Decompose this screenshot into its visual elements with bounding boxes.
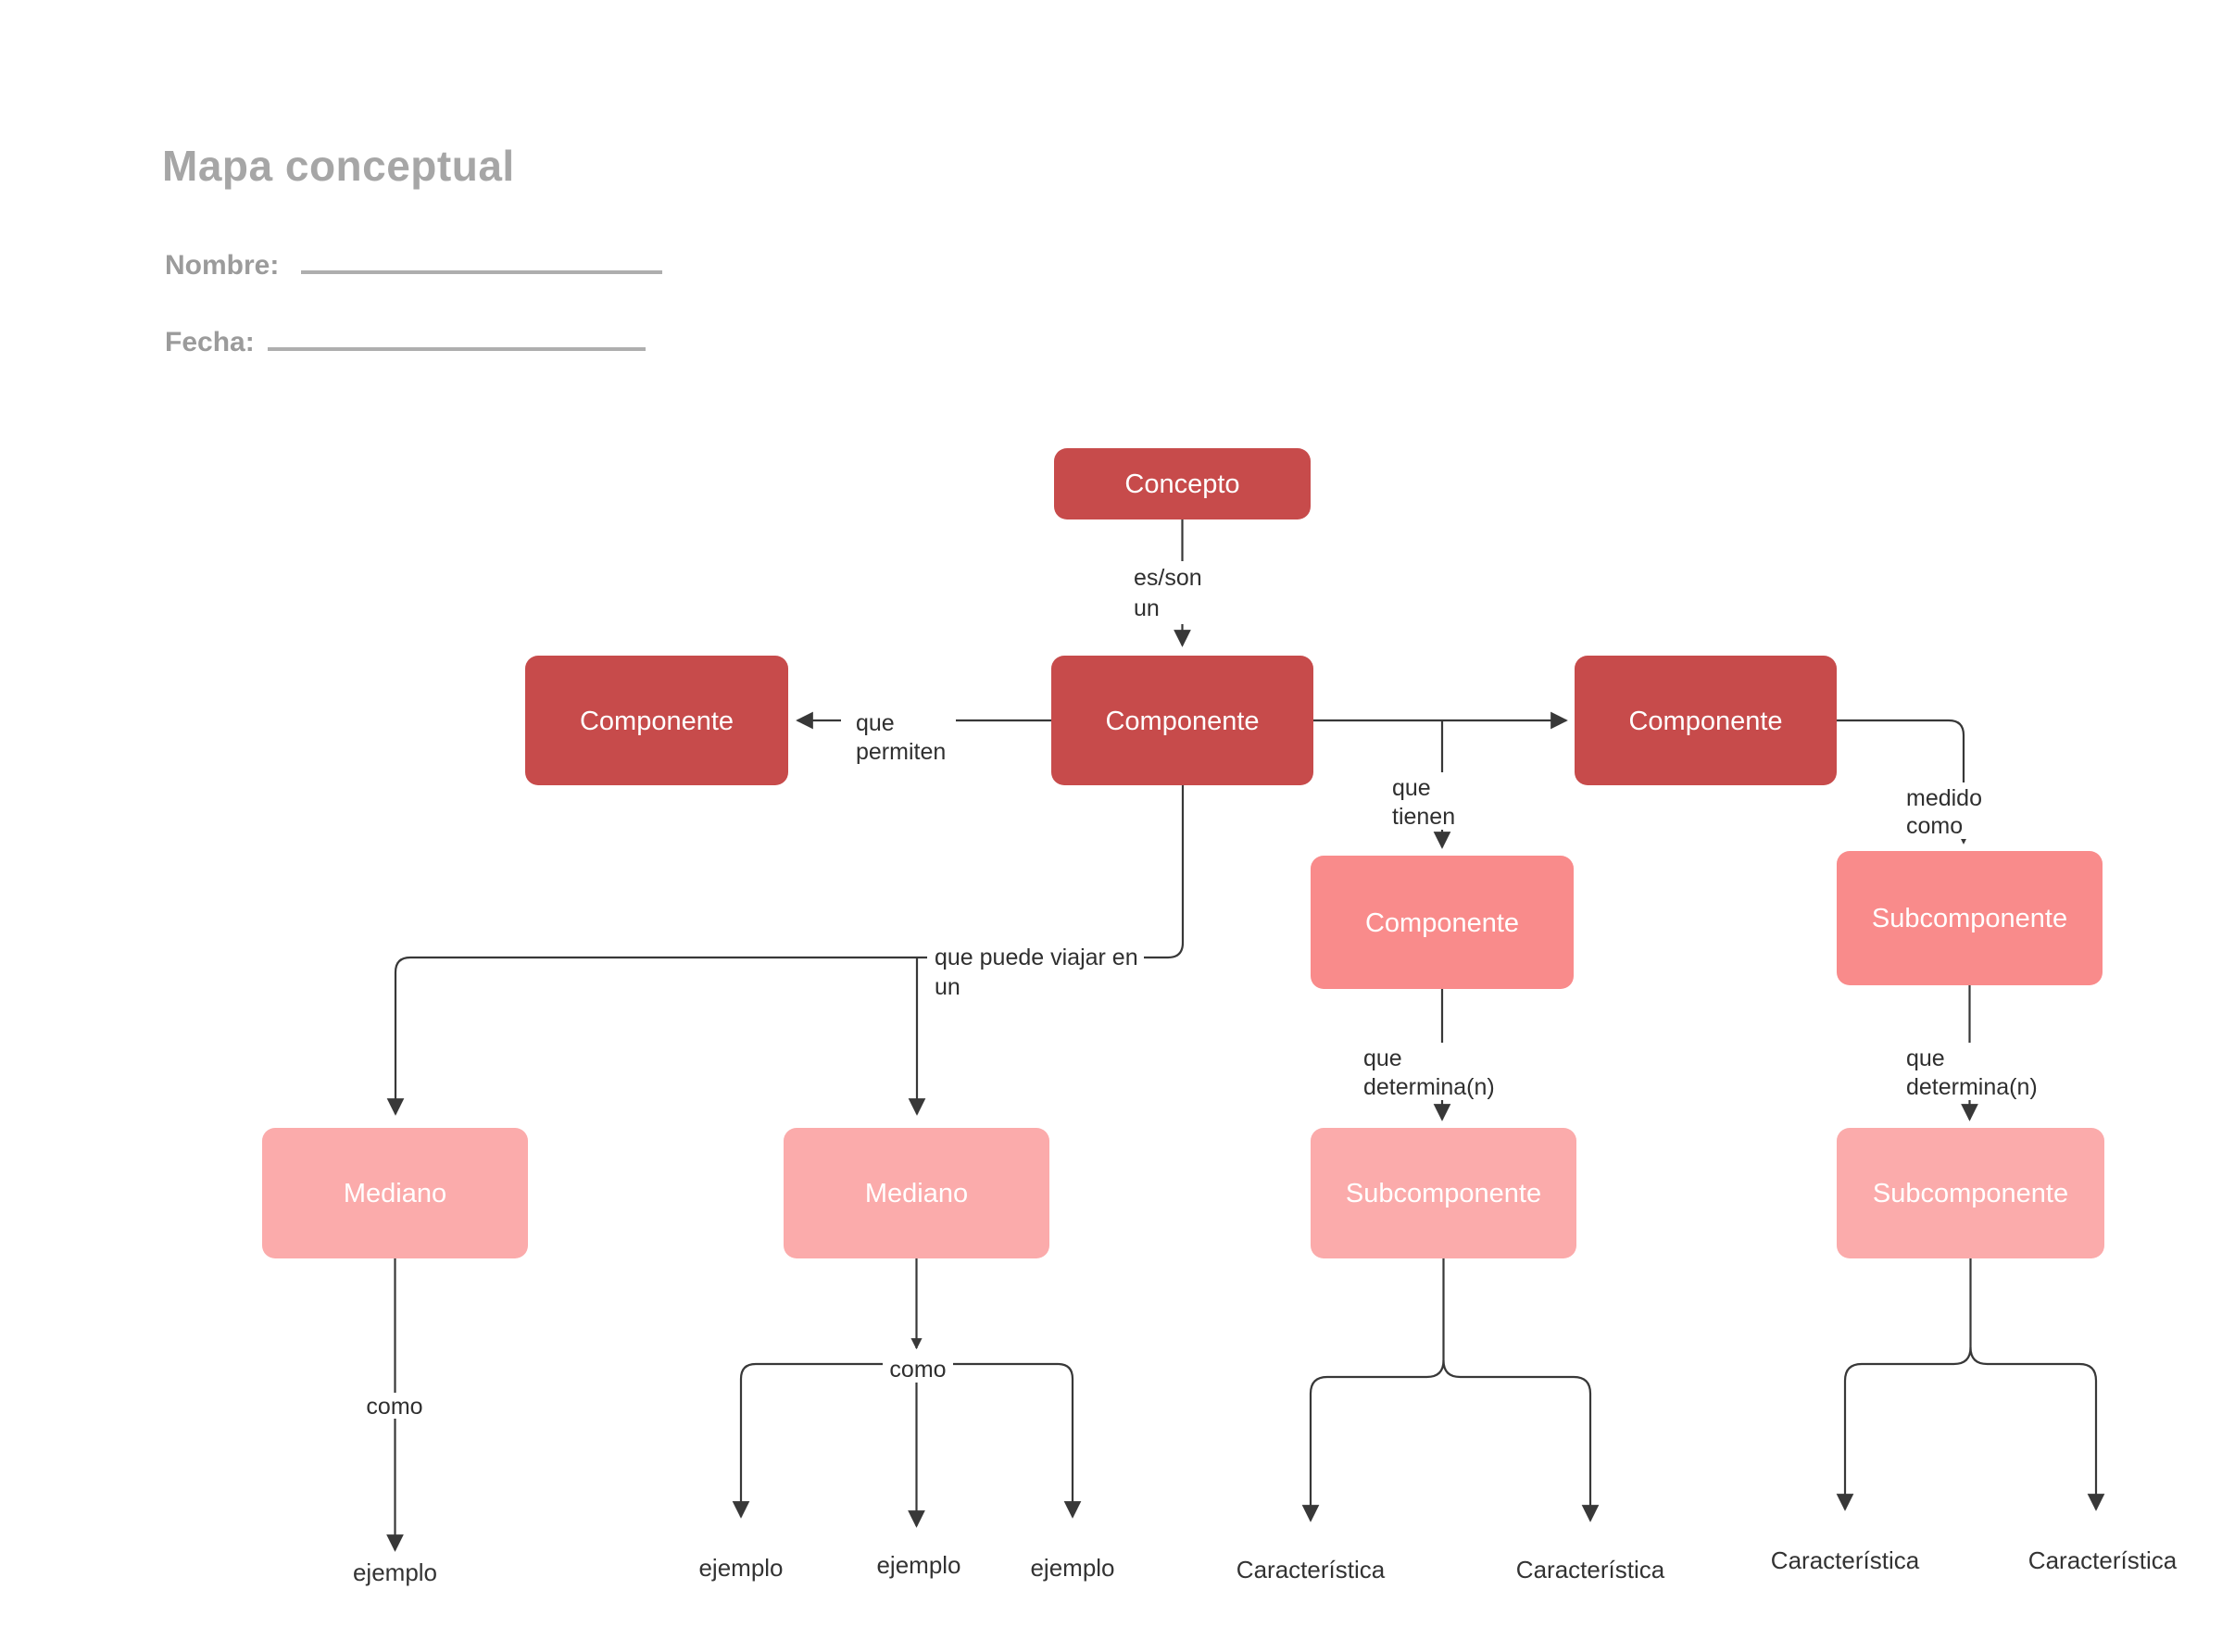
node-mediano-left-box [262,1128,528,1258]
node-subcomponente-bottom-left: Subcomponente [1311,1128,1576,1258]
leaf-caracteristica-4: Característica [2028,1546,2178,1574]
node-mediano-center: Mediano [784,1128,1049,1258]
label-bg-que-determina-left [1356,1043,1499,1100]
edge-label-es-son-line2: un [1134,595,1160,621]
page-title: Mapa conceptual [162,142,515,190]
node-subcomponente-mid: Subcomponente [1837,851,2103,985]
label-bg-como-center [883,1353,953,1383]
edge-label-como-center: como [889,1357,946,1383]
edge-label-medido-como-line2: como [1906,813,1963,839]
leaf-ejemplo-1: ejemplo [353,1558,437,1586]
node-mediano-left-label: Mediano [344,1179,446,1208]
node-componente-mid: Componente [1311,856,1574,989]
name-blank-line [301,243,663,274]
edge-right-subcomponente-to-caracteristica-3 [1836,1346,1972,1511]
node-componente-center: Componente [1051,656,1313,785]
node-mediano-left: Mediano [262,1128,528,1258]
edge-center-mediano-to-ejemplo-left [732,1362,917,1519]
edge-label-que-permiten-line1: que [856,710,895,736]
node-subcomponente-bottom-right-box [1837,1128,2104,1258]
node-mediano-center-box [784,1128,1049,1258]
label-bg-que-determina-right [1899,1043,2041,1100]
edge-label-medido-como-line1: medido [1906,785,1982,811]
node-concepto: Concepto [1054,448,1311,519]
node-componente-center-label: Componente [1105,707,1259,736]
node-componente-mid-label: Componente [1365,908,1519,938]
leaf-caracteristica-2: Característica [1516,1556,1665,1583]
edge-left-subcomponente-to-caracteristica-2 [1442,1359,1600,1522]
label-bg-que-tienen [1385,772,1477,830]
label-bg-medido-como [1899,782,1986,839]
date-field-row: Fecha: [165,319,646,358]
leaf-caracteristica-3: Característica [1771,1546,1920,1574]
node-componente-left-label: Componente [580,707,734,736]
edge-left-subcomponente-to-caracteristica-1 [1301,1359,1445,1522]
node-componente-right-label: Componente [1628,707,1782,736]
edge-label-que-determina-right-line1: que [1906,1045,1945,1071]
node-subcomponente-bottom-left-label: Subcomponente [1346,1179,1541,1208]
node-componente-left: Componente [525,656,788,785]
edge-label-que-puede-viajar-line1: que puede viajar en [935,945,1138,970]
node-componente-right: Componente [1575,656,1837,785]
node-componente-mid-box [1311,856,1574,989]
node-mediano-center-label: Mediano [865,1179,968,1208]
name-field-row: Nombre: [165,243,663,282]
node-subcomponente-bottom-left-box [1311,1128,1576,1258]
node-componente-center-box [1051,656,1313,785]
edge-label-es-son-line1: es/son [1134,565,1202,591]
edge-label-como-left: como [366,1394,422,1420]
leaf-ejemplo-2: ejemplo [698,1554,783,1582]
date-blank-line [267,319,646,351]
label-bg-que-permiten [841,707,956,767]
node-concepto-label: Concepto [1124,469,1239,499]
node-subcomponente-bottom-right-label: Subcomponente [1873,1179,2068,1208]
edge-label-que-puede-viajar-line2: un [935,974,960,1000]
date-label: Fecha: [165,327,255,357]
edge-label-que-determina-left-line2: determina(n) [1363,1074,1495,1100]
leaf-caracteristica-1: Característica [1237,1556,1386,1583]
name-label: Nombre: [165,250,280,281]
edge-label-que-determina-left-line1: que [1363,1045,1402,1071]
label-bg-es-son [1126,561,1215,624]
edge-label-que-permiten-line2: permiten [856,739,946,765]
label-bg-como-left [365,1393,426,1419]
leaf-ejemplo-4: ejemplo [1030,1554,1114,1582]
node-subcomponente-bottom-right: Subcomponente [1837,1128,2104,1258]
node-componente-right-box [1575,656,1837,785]
leaf-ejemplo-3: ejemplo [876,1551,960,1579]
edge-componente-to-left-mediano [386,785,1185,1116]
node-subcomponente-mid-label: Subcomponente [1872,904,2067,933]
edge-center-mediano-to-ejemplo-right [916,1362,1082,1519]
edge-right-componente-to-subcomponente [1837,719,1973,845]
node-subcomponente-mid-box [1837,851,2103,985]
edge-label-que-tienen-line1: que [1392,775,1431,801]
node-concepto-box [1054,448,1311,519]
edge-label-que-tienen-line2: tienen [1392,804,1455,830]
edge-right-subcomponente-to-caracteristica-4 [1969,1346,2105,1511]
label-bg-que-puede-viajar [927,942,1144,999]
edge-label-que-determina-right-line2: determina(n) [1906,1074,2038,1100]
node-componente-left-box [525,656,788,785]
